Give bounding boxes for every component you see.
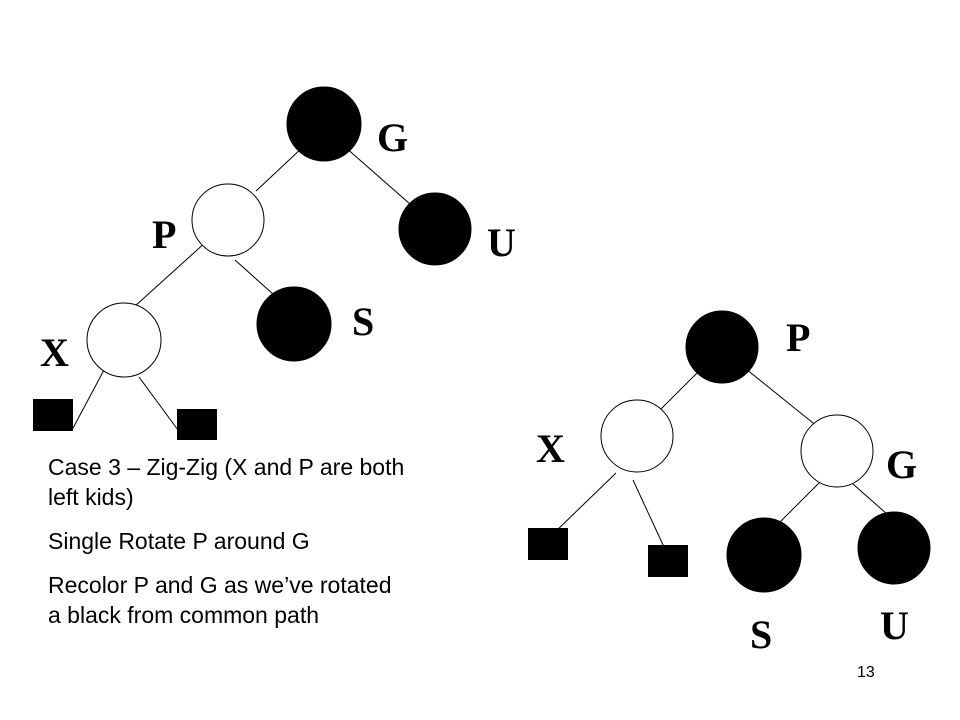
node-p-red <box>191 183 265 257</box>
edge-g-p <box>255 146 304 192</box>
null-leaf-left <box>33 399 73 431</box>
label-x-after: X <box>536 426 565 471</box>
label-u: U <box>487 220 516 265</box>
label-s-after: S <box>750 612 772 657</box>
case-title: Case 3 – Zig-Zig (X and P are both left … <box>48 454 405 510</box>
node-x-red <box>86 302 162 378</box>
edge-x-leaf-left-after <box>552 472 617 535</box>
edge-p-g-after <box>745 368 819 428</box>
before-tree: G P U S X <box>33 86 516 440</box>
null-leaf-right-after <box>648 545 688 577</box>
label-u-after: U <box>880 603 909 648</box>
null-leaf-right <box>177 409 217 440</box>
edge-p-x <box>133 240 208 308</box>
label-s: S <box>352 299 374 344</box>
node-p-black <box>685 310 759 384</box>
label-g: G <box>377 115 408 160</box>
node-s-black <box>256 286 332 362</box>
edge-g-u <box>344 146 411 205</box>
edge-x-leaf-right-after <box>632 479 665 548</box>
edge-g-u-after <box>852 483 889 516</box>
label-p: P <box>152 212 176 257</box>
label-p-after: P <box>786 315 810 360</box>
node-g-red <box>800 414 874 488</box>
node-u-black <box>398 192 472 266</box>
node-u-black-after <box>857 511 931 585</box>
edge-x-leaf-left <box>71 369 105 431</box>
after-tree: P X G S U <box>528 310 931 657</box>
case-description: Case 3 – Zig-Zig (X and P are both left … <box>48 452 408 644</box>
edge-p-x-after <box>657 368 702 413</box>
node-s-black-after <box>726 517 802 593</box>
recolor-step: Recolor P and G as we’ve rotated a black… <box>48 572 392 628</box>
node-x-red-after <box>600 399 674 473</box>
rotation-step: Single Rotate P around G <box>48 528 310 554</box>
edge-g-s-after <box>777 477 825 525</box>
node-g-black <box>286 86 362 162</box>
edge-x-leaf-right <box>138 376 179 431</box>
null-leaf-left-after <box>528 528 568 560</box>
label-g-after: G <box>886 442 917 487</box>
label-x: X <box>40 330 69 375</box>
page-number: 13 <box>857 664 875 681</box>
